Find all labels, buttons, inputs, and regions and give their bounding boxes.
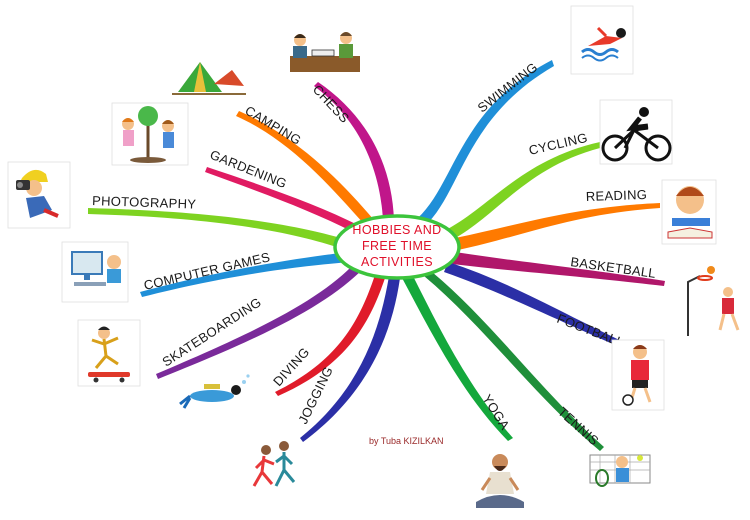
diver-icon <box>179 374 250 409</box>
center-line-1: HOBBIES AND <box>352 223 441 237</box>
center-node: HOBBIES AND FREE TIME ACTIVITIES <box>333 214 461 280</box>
label-swimming: SWIMMING <box>475 59 541 115</box>
swimmer-icon <box>570 5 634 75</box>
center-line-2: FREE TIME <box>362 239 432 253</box>
branch-swimming <box>413 60 554 227</box>
chess-players-icon <box>290 32 360 72</box>
reading-boy-icon <box>661 179 717 245</box>
cyclist-icon <box>599 99 673 165</box>
branch-chess <box>314 82 394 220</box>
label-camping: CAMPING <box>242 103 304 148</box>
label-tennis: TENNIS <box>555 404 602 448</box>
branch-yoga <box>401 274 513 441</box>
gardening-kids-icon <box>111 102 189 166</box>
branch-cycling <box>442 142 600 242</box>
tennis-player-icon <box>589 454 651 487</box>
label-skateboarding: SKATEBOARDING <box>159 294 264 369</box>
label-chess: CHESS <box>310 82 353 126</box>
branch-basketball <box>452 252 665 286</box>
branch-diving <box>275 272 386 396</box>
branch-football <box>444 262 630 350</box>
branch-tennis <box>424 272 604 451</box>
branch-photography <box>88 208 348 250</box>
branch-skateboarding <box>156 262 364 379</box>
label-reading: READING <box>586 187 648 204</box>
author-credit: by Tuba KIZILKAN <box>369 436 444 446</box>
branch-reading <box>455 203 660 250</box>
joggers-icon <box>252 441 296 487</box>
center-line-3: ACTIVITIES <box>361 255 433 269</box>
tent-icon <box>172 62 246 95</box>
branch-jogging <box>300 276 400 442</box>
yoga-man-icon <box>476 454 524 508</box>
branch-computer-games <box>140 252 350 297</box>
branch-camping <box>236 111 374 224</box>
branch-gardening <box>205 167 360 232</box>
photographer-icon <box>7 161 71 229</box>
basketball-player-icon <box>687 266 740 336</box>
computer-kid-icon <box>61 241 129 303</box>
label-diving: DIVING <box>270 344 312 389</box>
label-photography: PHOTOGRAPHY <box>92 193 197 212</box>
skateboarder-icon <box>77 319 141 387</box>
football-player-icon <box>611 339 665 411</box>
